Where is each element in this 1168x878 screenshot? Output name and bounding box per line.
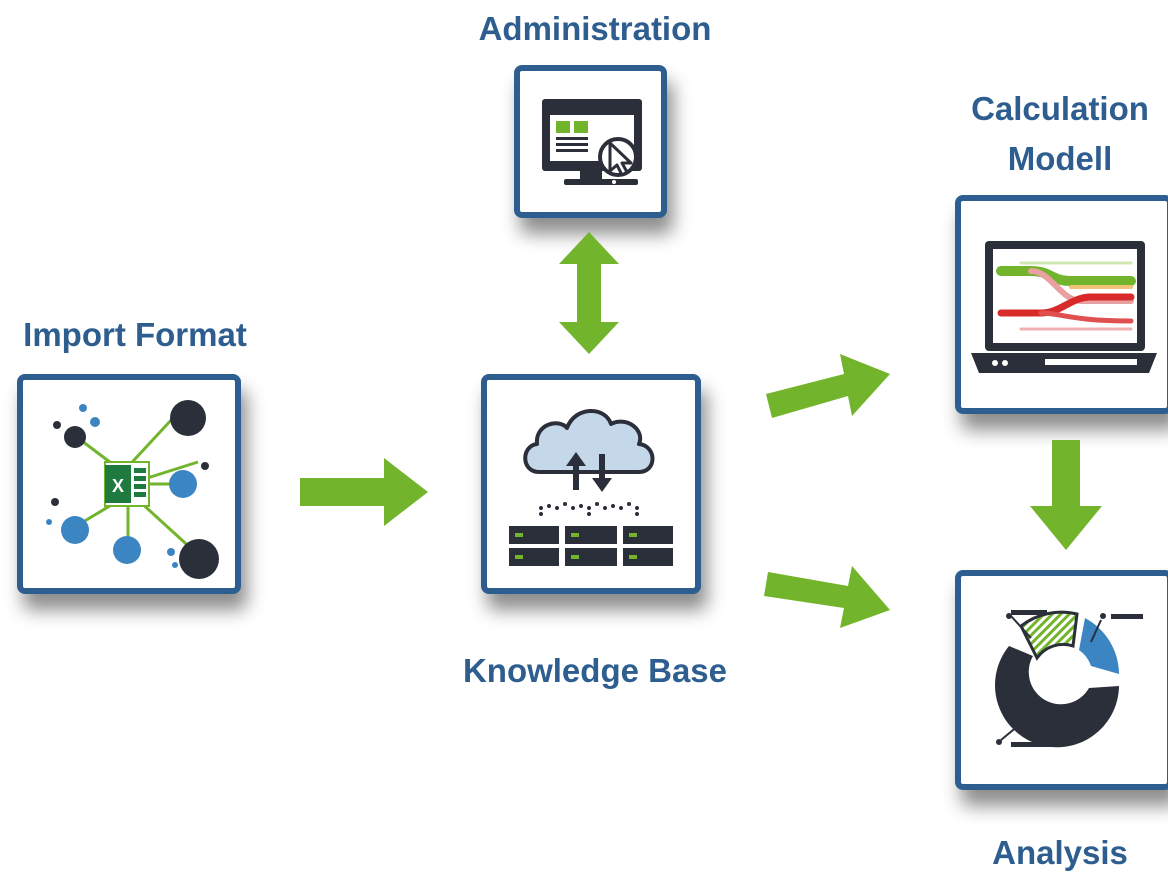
computer-monitor-cursor-icon [542, 99, 642, 185]
excel-network-icon: X [46, 400, 219, 579]
analysis-node [955, 570, 1168, 790]
calculation-label-line2: Modell [1007, 140, 1113, 177]
donut-chart-icon [995, 610, 1143, 748]
knowledge-base-label: Knowledge Base [462, 652, 728, 689]
calculation-label-line1: Calculation [971, 90, 1149, 127]
knowledge-base-node [481, 374, 701, 594]
analysis-label: Analysis [992, 834, 1128, 871]
calculation-modell-node [955, 195, 1168, 414]
import-format-label: Import Format [23, 316, 247, 353]
arrow-admin-knowledge-bidirectional [555, 232, 623, 354]
arrow-calculation-to-analysis [1030, 440, 1102, 550]
calculation-modell-label: Calculation Modell [950, 84, 1168, 184]
arrow-import-to-knowledge [300, 458, 428, 526]
laptop-sankey-chart-icon [971, 241, 1157, 373]
import-format-node: X [17, 374, 241, 594]
arrow-knowledge-to-calculation [760, 344, 890, 434]
cloud-server-icon [509, 409, 673, 566]
administration-label: Administration [478, 10, 712, 47]
svg-text:X: X [112, 476, 124, 496]
administration-node [514, 65, 667, 218]
arrow-knowledge-to-analysis [760, 566, 890, 648]
